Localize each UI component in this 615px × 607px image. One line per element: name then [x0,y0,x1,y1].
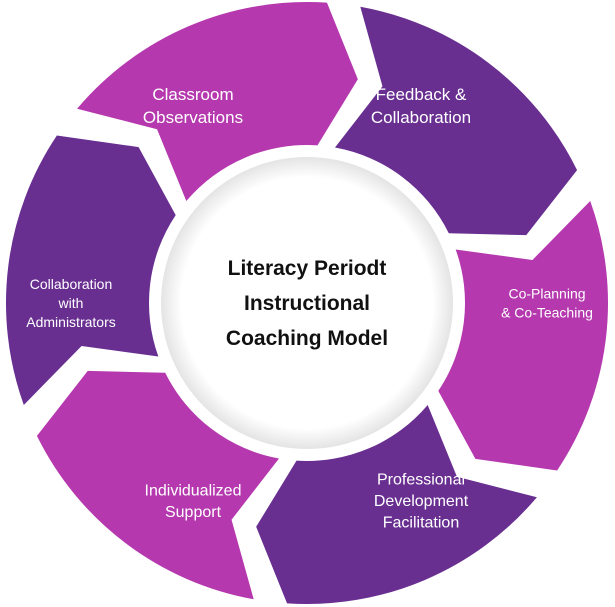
segment-label-line: Classroom [152,85,233,104]
center-title-line: Coaching Model [226,327,388,350]
segment-label-line: Collaboration [371,108,471,127]
segment-classroom-observations [77,1,358,202]
segment-label-line: Administrators [26,314,115,330]
center-circle [161,157,453,449]
segment-label-line: Professional [377,472,465,489]
center-title-line: Literacy Periodt [228,257,387,280]
segment-label-line: Individualized [145,482,242,499]
segment-label-line: with [58,295,84,311]
segment-individualized-support [36,370,280,600]
segment-feedback-collaboration [334,6,578,236]
segment-label-line: Facilitation [383,515,459,532]
segment-label-feedback-collaboration: Feedback & Collaboration [371,85,471,127]
segment-collaboration-with-administrators [5,135,176,405]
segment-label-line: Development [374,493,469,510]
segment-label-line: & Co-Teaching [501,304,593,320]
segment-co-planning-co-teaching [438,201,609,471]
segment-label-line: Co-Planning [508,285,585,301]
segment-label-line: Observations [143,108,243,127]
segment-label-line: Feedback & [376,85,467,104]
center-title-line: Instructional [244,292,370,315]
segment-label-line: Support [165,504,222,521]
segment-professional-development-facilitation [256,404,537,605]
segment-label-line: Collaboration [30,276,113,292]
segment-label-co-planning-co-teaching: Co-Planning & Co-Teaching [501,285,593,320]
